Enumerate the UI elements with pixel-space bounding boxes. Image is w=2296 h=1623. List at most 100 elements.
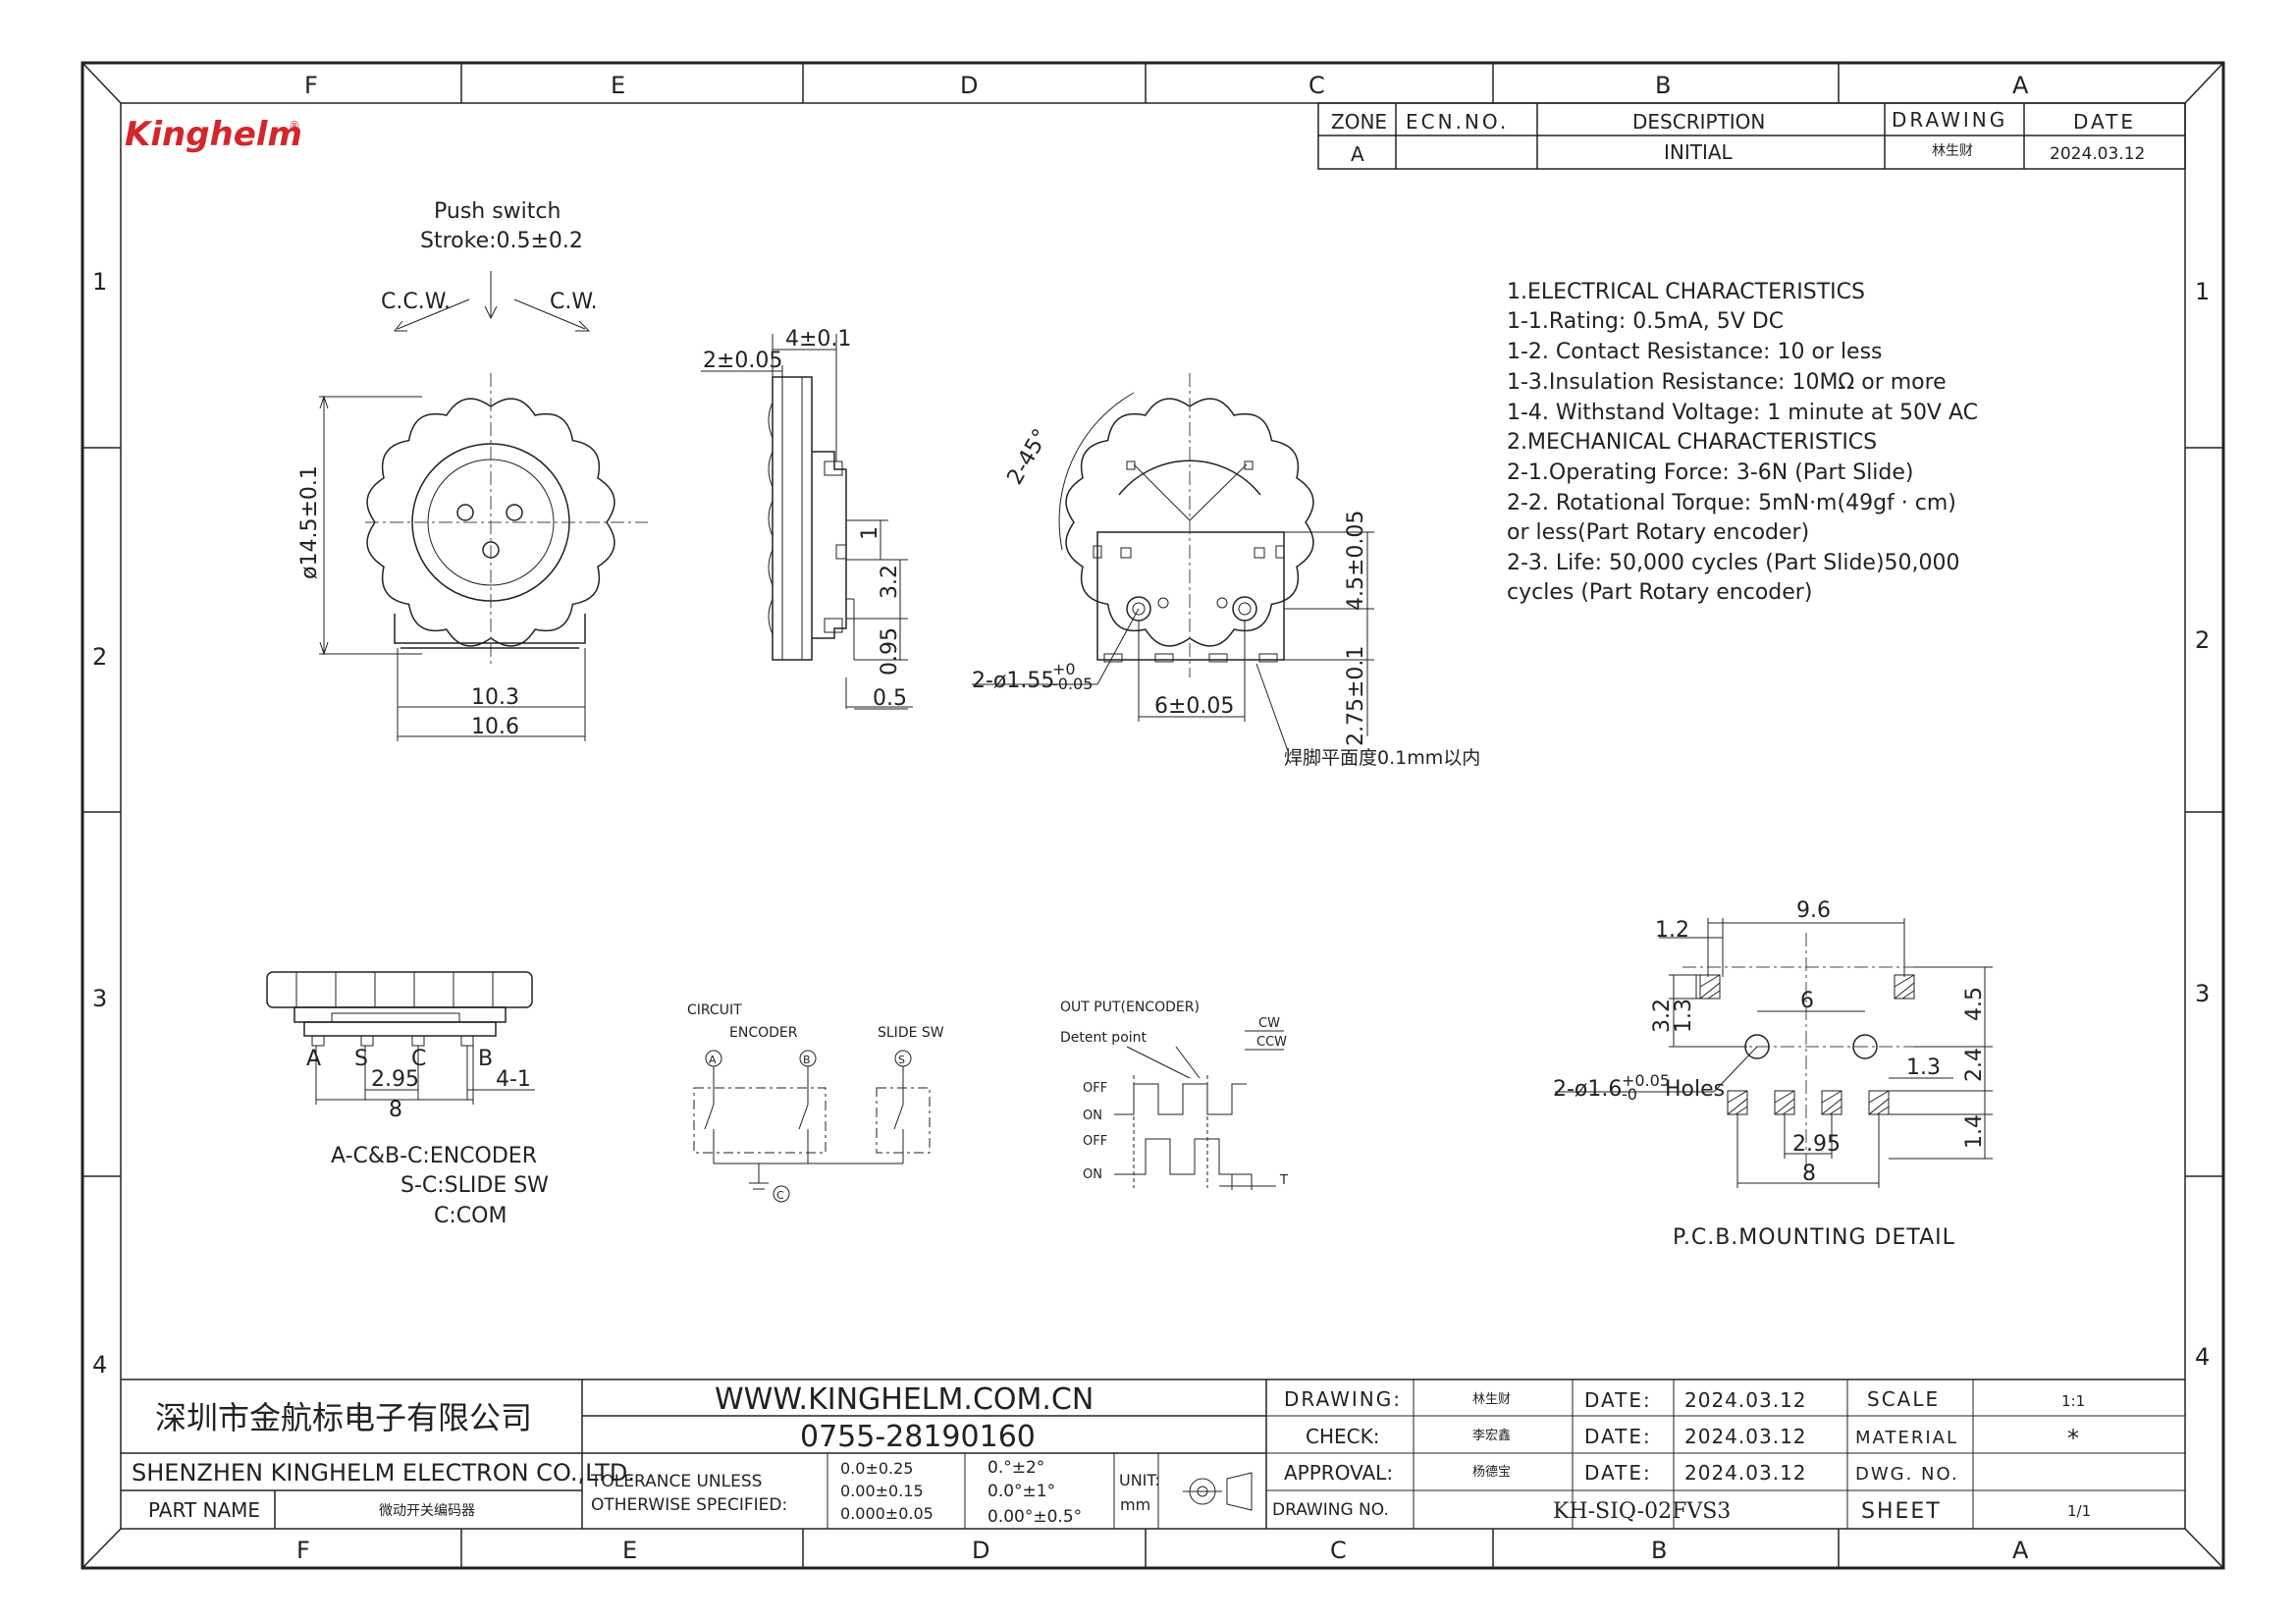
output-title: OUT PUT(ENCODER) [1060, 1000, 1200, 1015]
side-dim-095: 0.95 [878, 627, 902, 676]
angle-dim: 2-45° [1003, 425, 1054, 489]
approval-label: APPROVAL: [1284, 1461, 1393, 1485]
rev-header-zone: ZONE [1331, 110, 1387, 134]
pcb-h32: 3.2 [1650, 999, 1675, 1033]
tol-label-1: TOLERANCE UNLESS [590, 1472, 762, 1491]
col-letter: F [304, 72, 318, 99]
pcb-holes-text: Holes [1665, 1077, 1725, 1102]
spec-line: 1.ELECTRICAL CHARACTERISTICS [1507, 280, 1865, 304]
drawing-no: KH-SIQ-02FVS3 [1553, 1499, 1731, 1524]
pcb-pad [1821, 1090, 1842, 1115]
holes-tol-up: +0 [1052, 660, 1076, 678]
rev-description: INITIAL [1664, 140, 1734, 164]
drawing-label: DRAWING: [1284, 1387, 1402, 1411]
sheet-label: SHEET [1861, 1499, 1942, 1524]
date-value: 2024.03.12 [1684, 1461, 1807, 1485]
on-label-1: ON [1083, 1109, 1102, 1123]
pcb-mounting-detail: 9.6 1.2 6 3.2 1.3 4.5 2.4 1.4 [1553, 898, 1993, 1250]
company-cn: 深圳市金航标电子有限公司 [155, 1399, 532, 1436]
col-letter: C [1308, 72, 1325, 99]
pcb-title: P.C.B.MOUNTING DETAIL [1673, 1225, 1955, 1250]
specs-block: 1.ELECTRICAL CHARACTERISTICS 1-1.Rating:… [1507, 280, 1978, 605]
part-name: 微动开关编码器 [379, 1503, 475, 1519]
row-number: 3 [92, 985, 107, 1012]
legend-line: C:COM [434, 1204, 507, 1228]
pin-label: C [411, 1047, 426, 1071]
tol-1: 0.0±0.25 [840, 1459, 913, 1478]
cw-label: C.W. [550, 290, 598, 314]
col-letter: D [960, 72, 978, 99]
spec-line: cycles (Part Rotary encoder) [1507, 580, 1812, 605]
date-label: DATE: [1584, 1388, 1652, 1412]
pcb-w6: 6 [1800, 989, 1814, 1013]
row-number: 1 [92, 268, 107, 296]
rev-header-drawing: DRAWING [1892, 108, 2007, 132]
pcb-hole [1852, 1034, 1878, 1059]
spec-line: 1-1.Rating: 0.5mA, 5V DC [1507, 309, 1784, 334]
unit-label: UNIT: [1119, 1471, 1160, 1489]
detent-label: Detent point [1060, 1030, 1148, 1046]
spec-line: 1-3.Insulation Resistance: 10MΩ or more [1507, 370, 1947, 395]
col-letter: F [296, 1537, 310, 1564]
output-waveform: OUT PUT(ENCODER) Detent point CW CCW OFF… [1060, 1000, 1288, 1190]
row-number: 4 [92, 1351, 107, 1379]
scale-label: SCALE [1867, 1387, 1940, 1411]
tol-label-2: OTHERWISE SPECIFIED: [591, 1495, 787, 1515]
approval-name: 杨德宝 [1472, 1465, 1511, 1480]
tol-2: 0.00±0.15 [840, 1482, 924, 1500]
back-view: 2-45° 4.5±0.05 2.75±0.1 2-ø1.55 +0 -0.05… [972, 373, 1480, 769]
rev-date: 2024.03.12 [2050, 144, 2145, 164]
pcb-pad [1894, 974, 1915, 1000]
slide-sw-label: SLIDE SW [878, 1025, 944, 1041]
spec-line: 2.MECHANICAL CHARACTERISTICS [1507, 430, 1877, 455]
website: WWW.KINGHELM.COM.CN [715, 1382, 1094, 1417]
pcb-w8: 8 [1802, 1162, 1816, 1186]
spec-line: 2-2. Rotational Torque: 5mN·m(49gf · cm) [1507, 491, 1956, 515]
pcb-h13b: 1.3 [1906, 1055, 1941, 1080]
outer-border [80, 61, 2225, 1570]
back-knob-outline [1065, 398, 1314, 647]
col-letter: D [972, 1537, 989, 1564]
rev-header-description: DESCRIPTION [1632, 110, 1765, 134]
width-dim-2: 10.6 [471, 715, 519, 739]
col-letter: A [2012, 1537, 2029, 1564]
diameter-dim: ø14.5±0.1 [297, 465, 322, 579]
ang-1: 0.°±2° [988, 1458, 1044, 1478]
unit-value: mm [1120, 1495, 1150, 1514]
inner-border [120, 102, 2186, 1530]
col-letter: E [622, 1537, 637, 1564]
pin-label: B [478, 1047, 493, 1071]
part-name-label: PART NAME [148, 1498, 260, 1522]
col-letter: E [611, 72, 625, 99]
pcb-pad [1868, 1090, 1890, 1115]
date-value: 2024.03.12 [1684, 1425, 1807, 1448]
pcb-w295: 2.95 [1792, 1132, 1841, 1157]
push-switch-label: Push switch [434, 199, 561, 224]
date-label: DATE: [1584, 1461, 1652, 1485]
flatness-note: 焊脚平面度0.1mm以内 [1284, 747, 1480, 769]
width-dim-1: 10.3 [471, 685, 519, 710]
side-view: 4±0.1 2±0.05 1 3.2 0.95 0.5 [701, 327, 913, 711]
stroke-label: Stroke:0.5±0.2 [420, 229, 583, 253]
pcb-pad [1699, 974, 1721, 1000]
ang-3: 0.00°±0.5° [988, 1507, 1082, 1527]
rev-header-date: DATE [2073, 110, 2136, 134]
pin-label: S [354, 1047, 368, 1071]
scale-value: 1:1 [2061, 1392, 2085, 1410]
col-letter: A [2012, 72, 2029, 99]
side-dim-1: 1 [858, 526, 882, 540]
thickness-dim: 4±0.1 [785, 327, 851, 352]
on-label-2: ON [1083, 1167, 1102, 1182]
title-block: 深圳市金航标电子有限公司 SHENZHEN KINGHELM ELECTRON … [121, 1379, 2185, 1529]
period-label: T [1279, 1173, 1288, 1188]
rev-drawer: 林生财 [1932, 143, 1973, 159]
pcb-w96: 9.6 [1796, 898, 1831, 923]
pin-hole [456, 504, 474, 521]
ang-2: 0.0°±1° [988, 1482, 1055, 1501]
check-label: CHECK: [1306, 1425, 1379, 1448]
registered-mark: ® [289, 119, 300, 133]
spec-line: or less(Part Rotary encoder) [1507, 520, 1809, 545]
circuit-diagram: CIRCUIT ENCODER SLIDE SW A B S C [687, 1002, 944, 1203]
pitch-dim: 6±0.05 [1154, 694, 1234, 719]
